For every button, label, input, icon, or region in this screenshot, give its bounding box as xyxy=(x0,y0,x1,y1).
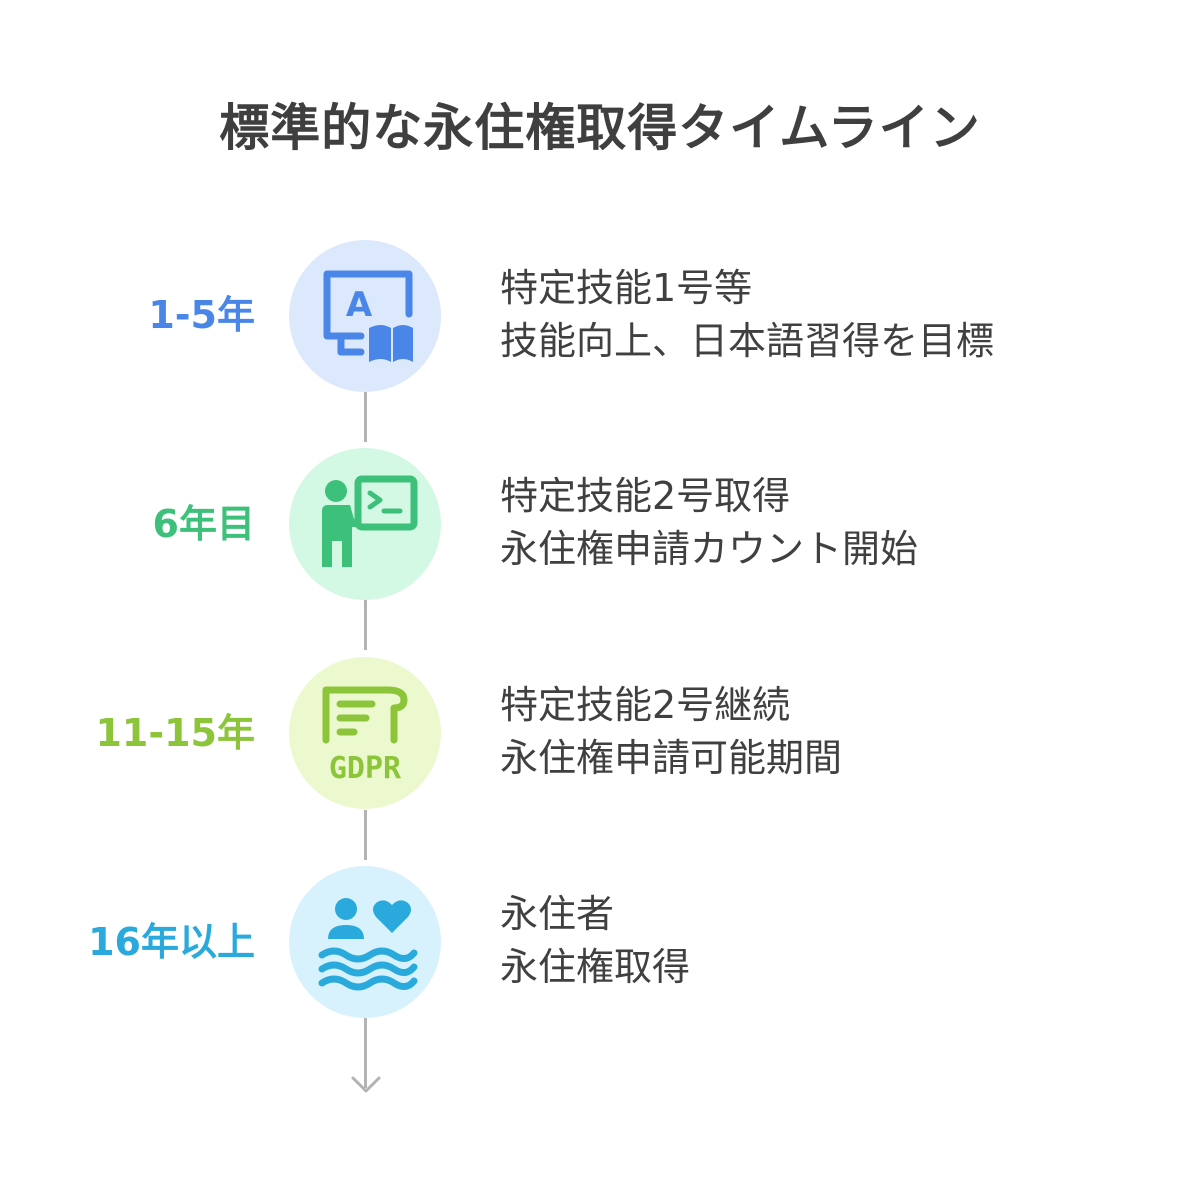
step-description-line: 永住権申請可能期間 xyxy=(500,736,843,780)
language-learning-icon: A xyxy=(323,270,413,362)
step-period-label: 1-5年 xyxy=(148,293,255,337)
gdpr-text: GDPR xyxy=(329,751,402,786)
step-description: 特定技能1号等 技能向上、日本語習得を目標 xyxy=(500,262,1180,368)
timeline-connector xyxy=(364,810,367,860)
step-description-line: 永住者 xyxy=(500,892,615,936)
gdpr-document-icon: GDPR xyxy=(322,686,408,786)
step-description-line: 技能向上、日本語習得を目標 xyxy=(500,319,995,363)
timeline-connector xyxy=(364,1018,367,1088)
step-description-line: 永住権取得 xyxy=(500,945,691,989)
step-description-line: 特定技能2号継続 xyxy=(500,683,791,727)
step-description-line: 永住権申請カウント開始 xyxy=(500,527,919,571)
timeline-connector xyxy=(364,392,367,442)
step-period-label: 6年目 xyxy=(152,502,255,546)
step-description: 永住者 永住権取得 xyxy=(500,888,1180,994)
step-period-label: 11-15年 xyxy=(95,711,255,755)
step-description: 特定技能2号取得 永住権申請カウント開始 xyxy=(500,470,1180,576)
svg-text:A: A xyxy=(346,285,373,325)
step-description-line: 特定技能1号等 xyxy=(500,266,753,310)
step-icon-circle xyxy=(289,448,441,600)
step-icon-circle: GDPR xyxy=(289,657,441,809)
step-icon-circle xyxy=(289,866,441,1018)
step-description: 特定技能2号継続 永住権申請可能期間 xyxy=(500,679,1180,785)
person-heart-waves-icon xyxy=(318,898,418,991)
timeline-connector xyxy=(364,600,367,650)
page-title: 標準的な永住権取得タイムライン xyxy=(219,99,981,157)
step-icon-circle: A xyxy=(289,240,441,392)
step-description-line: 特定技能2号取得 xyxy=(500,474,791,518)
step-period-label: 16年以上 xyxy=(88,920,255,964)
presenter-terminal-icon xyxy=(322,475,418,567)
arrow-down-icon xyxy=(351,1076,381,1093)
